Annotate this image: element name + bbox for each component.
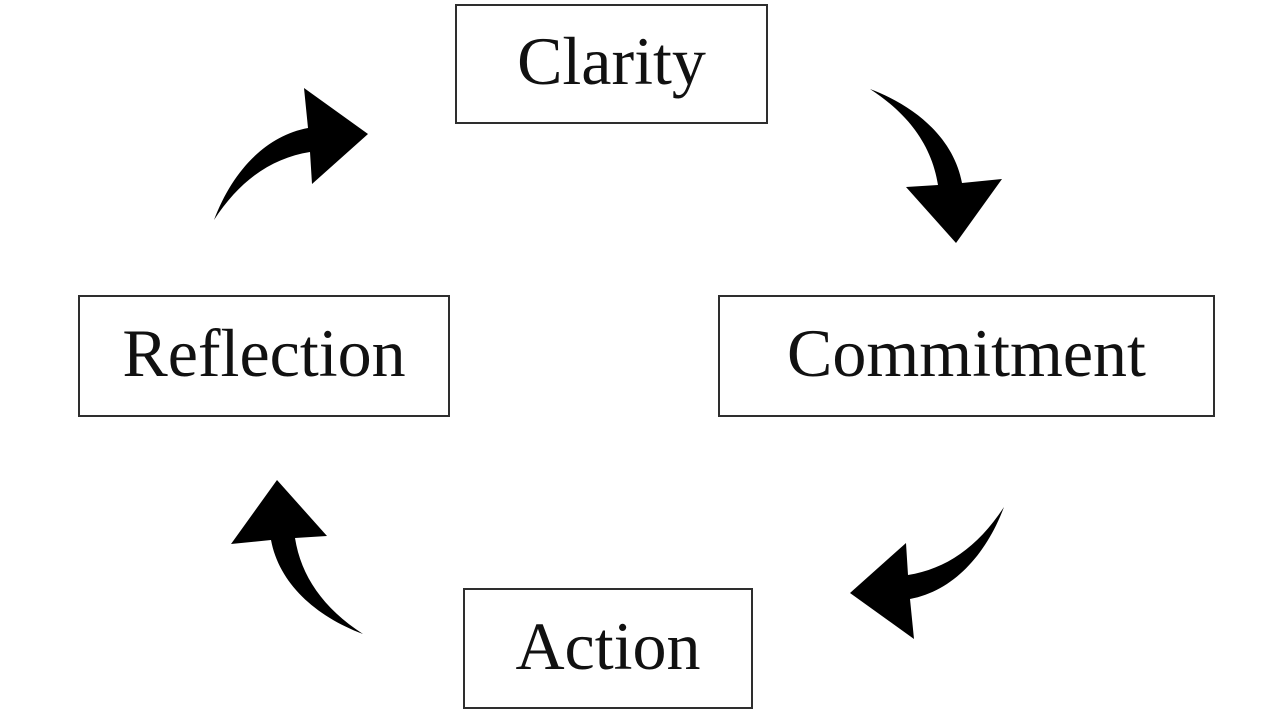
curved-arrow-up-icon xyxy=(215,473,365,638)
node-reflection-label: Reflection xyxy=(122,315,406,391)
node-reflection: Reflection xyxy=(78,295,450,417)
curved-arrow-left-icon xyxy=(843,505,1008,655)
node-commitment: Commitment xyxy=(718,295,1215,417)
curved-arrow-down-icon xyxy=(868,85,1018,250)
node-commitment-label: Commitment xyxy=(787,315,1146,391)
node-clarity: Clarity xyxy=(455,4,768,124)
node-action: Action xyxy=(463,588,753,709)
node-clarity-label: Clarity xyxy=(517,23,706,99)
curved-arrow-up-right-icon xyxy=(210,72,375,222)
node-action-label: Action xyxy=(515,607,701,684)
